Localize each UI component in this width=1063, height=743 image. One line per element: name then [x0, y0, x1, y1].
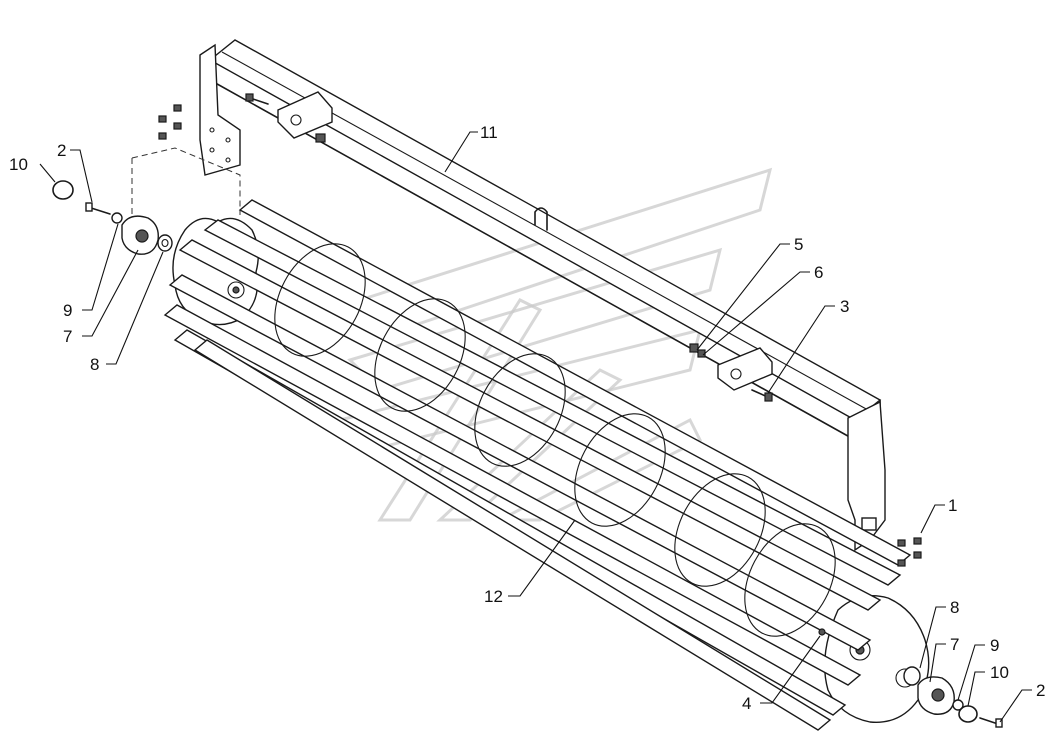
callout-5: 5 [794, 235, 803, 254]
callout-4: 4 [742, 694, 751, 713]
frame-beam [199, 39, 886, 552]
callout-labels: 10 2 9 7 8 11 5 6 3 1 12 8 7 9 10 2 4 [9, 123, 1045, 713]
callout-1: 1 [948, 496, 957, 515]
callout-8-left: 8 [90, 355, 99, 374]
callout-2-right: 2 [1036, 681, 1045, 700]
roller-cage [163, 199, 930, 731]
callout-12: 12 [484, 587, 503, 606]
callout-8-right: 8 [950, 598, 959, 617]
callout-10-right: 10 [990, 663, 1009, 682]
callout-7-left: 7 [63, 327, 72, 346]
hardware-left [52, 93, 326, 255]
callout-10-left: 10 [9, 155, 28, 174]
callout-9-right: 9 [990, 636, 999, 655]
callout-6: 6 [814, 263, 823, 282]
hardware-right [689, 343, 1003, 728]
leader-lines [39, 131, 1032, 723]
callout-9-left: 9 [63, 301, 72, 320]
callout-3: 3 [840, 297, 849, 316]
callout-2-left: 2 [57, 141, 66, 160]
callout-11: 11 [480, 123, 498, 142]
callout-7-right: 7 [950, 635, 959, 654]
